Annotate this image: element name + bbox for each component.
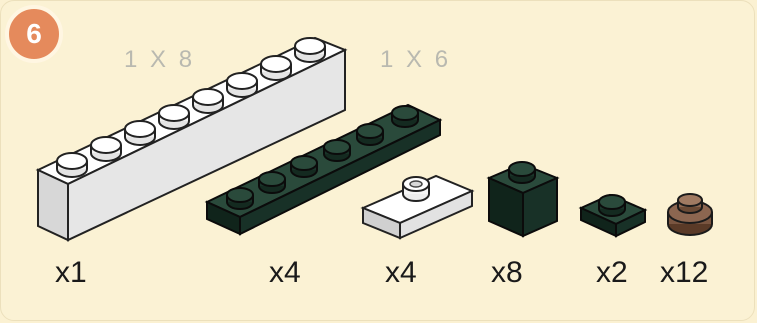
plate-1x6-quantity: x4 (269, 256, 301, 290)
brick-1x1-green-image (489, 162, 557, 236)
round-plate-brown-image (668, 194, 712, 235)
brick-1x8-quantity: x1 (55, 256, 87, 290)
plate-1x1-green-image (581, 195, 645, 236)
jumper-plate-white-image (363, 176, 472, 238)
brick-1x1-quantity: x8 (491, 256, 523, 290)
jumper-plate-quantity: x4 (385, 256, 417, 290)
plate-1x1-quantity: x2 (596, 256, 628, 290)
brick-1x8-white-image (38, 38, 345, 240)
round-plate-quantity: x12 (660, 256, 708, 290)
